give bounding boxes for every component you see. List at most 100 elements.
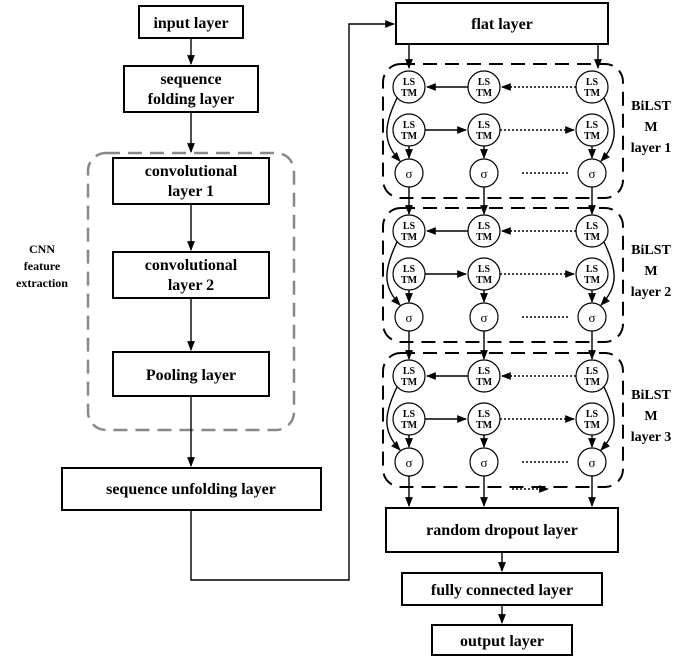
cnn-label-line2: feature — [24, 259, 61, 273]
lstm-cell-text-ls: LS — [586, 77, 599, 88]
lstm-cell-text-tm: TM — [476, 88, 493, 99]
input-layer-label: input layer — [153, 15, 228, 32]
conv1-label-line2: layer 1 — [168, 183, 214, 200]
lstm-cell-text-tm: TM — [584, 131, 601, 142]
lstm-cell-text-ls: LS — [403, 264, 416, 275]
lstm-cell-text-ls: LS — [478, 409, 491, 420]
bilstm-label-line3: layer 3 — [631, 430, 672, 445]
sequence-unfolding-layer-node: sequence unfolding layer — [61, 467, 322, 511]
lstm-cell-text-ls: LS — [478, 221, 491, 232]
sigma-symbol: σ — [480, 455, 487, 470]
lstm-cell-text-ls: LS — [586, 409, 599, 420]
lstm-cell-text-tm: TM — [401, 131, 418, 142]
lstm-cell-text-tm: TM — [584, 377, 601, 388]
cnn-label-line1: CNN — [29, 242, 55, 256]
bilstm-label-line2: M — [644, 120, 657, 135]
lstm-cell-text-tm: TM — [476, 420, 493, 431]
lstm-cell-forward — [392, 113, 426, 147]
bilstm-group-border — [382, 352, 624, 488]
lstm-cell-text-tm: TM — [476, 232, 493, 243]
lstm-cell-forward — [392, 402, 426, 436]
sigma-symbol: σ — [480, 166, 487, 181]
lstm-cell-text-ls: LS — [403, 77, 416, 88]
output-layer-node: output layer — [431, 624, 573, 656]
lstm-cell-text-tm: TM — [401, 88, 418, 99]
unfolding-label: sequence unfolding layer — [106, 481, 276, 498]
fully-connected-label: fully connected layer — [431, 582, 573, 599]
dropout-label: random dropout layer — [426, 522, 578, 539]
lstm-cell-text-ls: LS — [478, 366, 491, 377]
lstm-cell-backward — [467, 214, 501, 248]
lstm-cell-text-tm: TM — [476, 275, 493, 286]
lstm-cell-forward — [575, 113, 609, 147]
pooling-layer-node: Pooling layer — [112, 351, 270, 397]
lstm-cell-text-tm: TM — [401, 420, 418, 431]
lstm-cell-text-ls: LS — [478, 77, 491, 88]
convolutional-layer-1-node: convolutional layer 1 — [112, 157, 270, 205]
lstm-cell-text-ls: LS — [586, 264, 599, 275]
flat-layer-node: flat layer — [395, 2, 609, 45]
bilstm-label-line2: M — [644, 264, 657, 279]
lstm-cell-text-tm: TM — [584, 88, 601, 99]
backward-to-sigma-arrow — [600, 386, 615, 451]
bilstm-label-line1: BiLST — [631, 99, 671, 114]
lstm-cell-forward — [467, 113, 501, 147]
conv2-label-line2: layer 2 — [168, 277, 214, 294]
backward-to-sigma-arrow — [386, 386, 401, 451]
lstm-cell-backward — [467, 359, 501, 393]
bilstm-group-border — [382, 63, 624, 199]
random-dropout-layer-node: random dropout layer — [385, 507, 619, 553]
lstm-cell-backward — [392, 214, 426, 248]
lstm-cell-backward — [575, 359, 609, 393]
lstm-cell-text-tm: TM — [476, 377, 493, 388]
bilstm-group-border — [382, 207, 624, 343]
unfolding-to-flat-connector — [190, 20, 395, 581]
lstm-cell-text-tm: TM — [401, 377, 418, 388]
bilstm-label-line1: BiLST — [631, 388, 671, 403]
backward-to-sigma-arrow — [386, 241, 401, 306]
lstm-cell-forward — [575, 402, 609, 436]
lstm-cell-text-ls: LS — [586, 221, 599, 232]
lstm-cell-text-ls: LS — [586, 120, 599, 131]
sigma-symbol: σ — [588, 455, 595, 470]
sigma-symbol: σ — [405, 166, 412, 181]
lstm-cell-forward — [467, 257, 501, 291]
lstm-cell-text-ls: LS — [478, 120, 491, 131]
lstm-cell-forward — [575, 257, 609, 291]
sigma-symbol: σ — [405, 310, 412, 325]
lstm-cell-text-tm: TM — [401, 232, 418, 243]
backward-to-sigma-arrow — [600, 241, 615, 306]
backward-to-sigma-arrow — [600, 97, 615, 162]
sequence-folding-layer-node: sequence folding layer — [123, 65, 259, 113]
input-layer-node: input layer — [138, 5, 244, 39]
lstm-cell-backward — [392, 359, 426, 393]
lstm-cell-forward — [467, 402, 501, 436]
folding-label-line2: folding layer — [148, 91, 235, 108]
conv2-label-line1: convolutional — [145, 257, 238, 274]
cnn-label-line3: extraction — [16, 276, 68, 290]
lstm-cell-text-ls: LS — [403, 366, 416, 377]
bilstm-label-line3: layer 1 — [631, 141, 672, 156]
bilstm-label-line1: BiLST — [631, 243, 671, 258]
backward-to-sigma-arrow — [386, 97, 401, 162]
folding-label-line1: sequence — [160, 71, 221, 88]
lstm-cell-text-ls: LS — [403, 221, 416, 232]
lstm-cell-backward — [467, 70, 501, 104]
lstm-cell-text-tm: TM — [401, 275, 418, 286]
lstm-cell-backward — [392, 70, 426, 104]
fully-connected-layer-node: fully connected layer — [401, 572, 603, 606]
lstm-cell-text-ls: LS — [586, 366, 599, 377]
lstm-cell-forward — [392, 257, 426, 291]
conv1-label-line1: convolutional — [145, 163, 238, 180]
pooling-label: Pooling layer — [146, 367, 236, 384]
lstm-cell-text-ls: LS — [478, 264, 491, 275]
lstm-cell-backward — [575, 70, 609, 104]
bilstm-label-line3: layer 2 — [631, 285, 672, 300]
lstm-cell-backward — [575, 214, 609, 248]
bilstm-label-line2: M — [644, 409, 657, 424]
sigma-symbol: σ — [588, 310, 595, 325]
